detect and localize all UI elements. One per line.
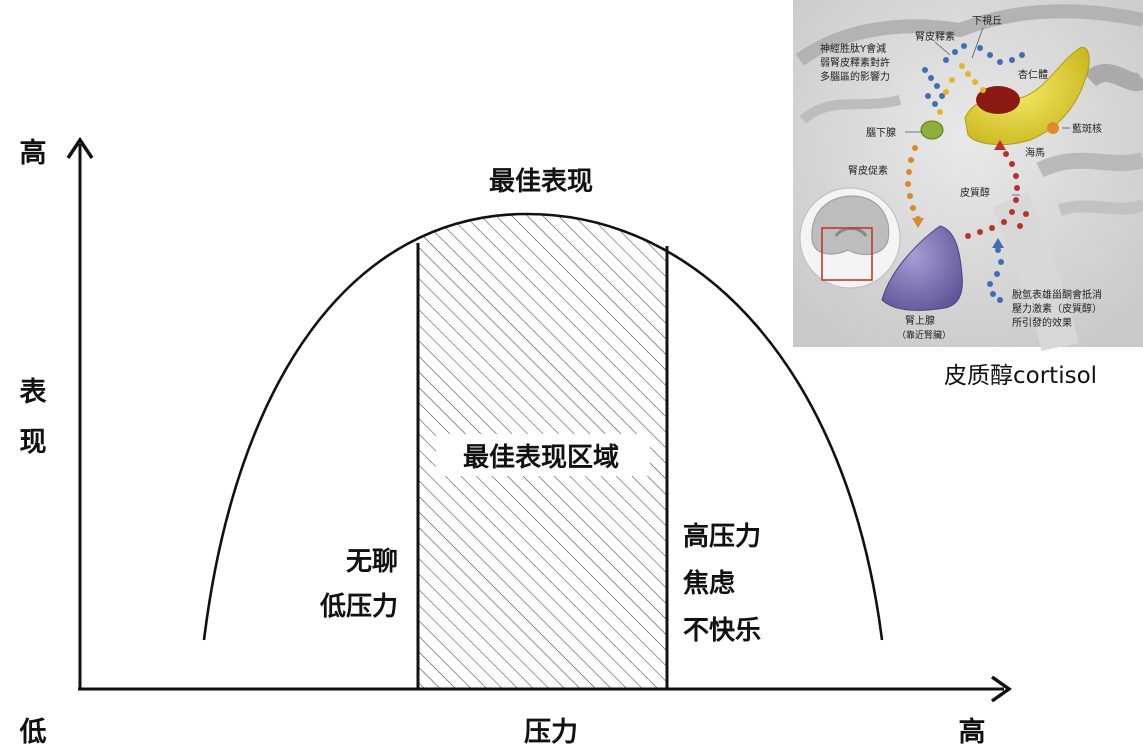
label-locus: 藍斑核 xyxy=(1072,122,1102,135)
y-axis xyxy=(66,136,94,689)
label-dhea-1: 脫氫表雄甾酮會抵消 xyxy=(1012,288,1102,301)
label-amygdala: 杏仁體 xyxy=(1018,68,1048,81)
orange-arrow-icon xyxy=(912,218,924,228)
left-zone-line-1: 无聊 xyxy=(346,547,398,577)
label-dhea-3: 所引發的效果 xyxy=(1012,316,1072,329)
hpa-axis-illustration: 下視丘 腎皮釋素 神經胜肽Y會減 弱腎皮釋素對許 多腦區的影響力 杏仁體 腦下腺… xyxy=(793,0,1143,389)
label-adrenal-sub: （靠近腎臟） xyxy=(897,329,951,341)
y-axis-title-char-1: 表 xyxy=(20,377,47,408)
label-npy-1: 神經胜肽Y會減 xyxy=(820,42,886,55)
label-npy-2: 弱腎皮釋素對許 xyxy=(820,56,890,69)
label-hypothalamus: 下視丘 xyxy=(972,14,1002,27)
red-arrow-icon xyxy=(994,140,1006,150)
y-axis-high-label: 高 xyxy=(20,137,47,169)
label-pituitary: 腦下腺 xyxy=(866,126,896,139)
x-axis-title: 压力 xyxy=(524,717,578,746)
label-cortisol: 皮質醇 xyxy=(960,186,990,199)
left-zone-line-2: 低压力 xyxy=(319,592,398,622)
y-axis-title-char-2: 现 xyxy=(20,427,47,458)
label-npy-3: 多腦區的影響力 xyxy=(820,70,890,83)
label-hippocampus: 海馬 xyxy=(1025,146,1045,159)
brain-inset xyxy=(799,187,901,289)
right-zone-line-2: 焦虑 xyxy=(683,568,735,599)
label-acth: 腎皮促素 xyxy=(848,164,888,177)
label-crh: 腎皮釋素 xyxy=(915,30,955,43)
right-zone-line-1: 高压力 xyxy=(683,521,761,552)
x-axis-low-label: 低 xyxy=(19,717,47,746)
adrenal-gland-shape xyxy=(881,225,963,311)
right-zone-line-3: 不快乐 xyxy=(683,616,761,646)
zone-label: 最佳表现区域 xyxy=(463,443,619,473)
label-adrenal: 腎上腺 xyxy=(905,314,935,327)
pituitary-shape xyxy=(920,120,944,140)
locus-coeruleus-shape xyxy=(1047,122,1059,134)
label-dhea-2: 壓力激素（皮質醇） xyxy=(1012,302,1102,315)
x-axis xyxy=(78,675,1013,703)
callout-lines xyxy=(905,27,1070,196)
blue-arrow-icon xyxy=(992,238,1004,248)
x-axis-high-label: 高 xyxy=(959,716,986,746)
peak-label: 最佳表现 xyxy=(489,167,593,197)
red-pathway-dots xyxy=(965,151,1029,239)
yellow-pathway-dots xyxy=(937,63,986,115)
performance-curve xyxy=(202,212,884,641)
amygdala-shape xyxy=(976,86,1020,114)
illustration-caption: 皮质醇cortisol xyxy=(944,363,1097,389)
zone-label-background xyxy=(436,434,650,476)
blue-pathway-dots xyxy=(922,43,1025,303)
